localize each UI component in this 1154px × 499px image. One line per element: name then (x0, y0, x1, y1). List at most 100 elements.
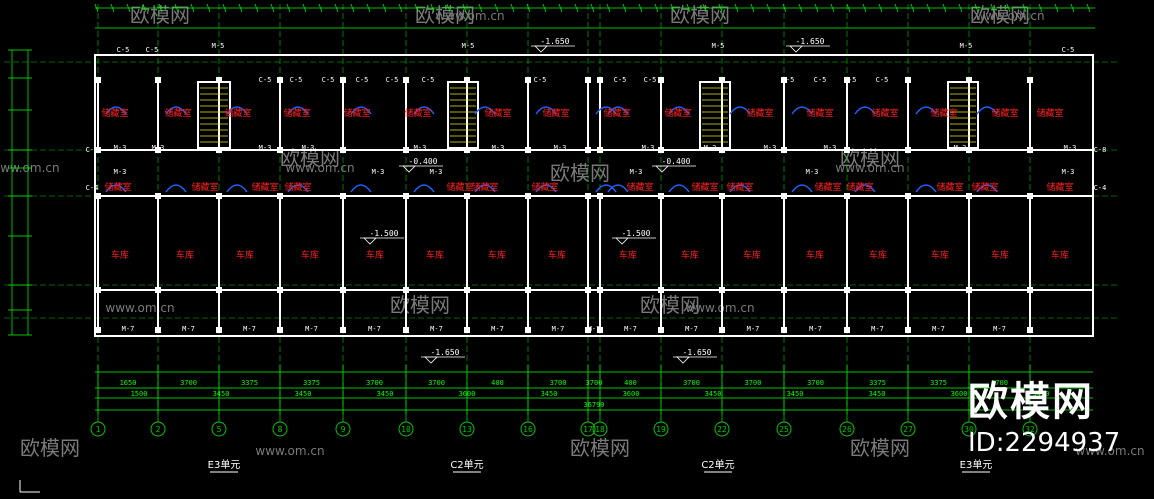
column (525, 77, 531, 83)
dimension-tick (382, 3, 387, 13)
dimension-text: 3700 (586, 379, 603, 387)
dimension-tick (542, 3, 547, 13)
watermark-url: www.om.cn (255, 444, 324, 458)
dimension-text: 1650 (120, 379, 137, 387)
door-symbols (105, 106, 998, 193)
column (719, 327, 725, 333)
room-label-garage: 车库 (111, 249, 129, 261)
dimension-text: 3700 (807, 379, 824, 387)
column (905, 147, 911, 153)
dimension-tick (478, 3, 483, 13)
dimension-tick (670, 3, 675, 13)
dimension-text: 3450 (377, 390, 394, 398)
dimension-text: 3600 (459, 390, 476, 398)
column (966, 327, 972, 333)
column (340, 77, 346, 83)
dimension-tick (830, 3, 835, 13)
dimension-tick (238, 3, 243, 13)
level-text: -1.650 (796, 37, 825, 46)
door-tag-m3: M-3 (1064, 144, 1077, 152)
dimension-tick (414, 3, 419, 13)
column (216, 193, 222, 199)
room-label-garage: 车库 (426, 249, 444, 261)
dimension-tick (926, 3, 931, 13)
door-tag-m7: M-7 (685, 325, 698, 333)
column (781, 77, 787, 83)
column (844, 287, 850, 293)
column (658, 327, 664, 333)
dimension-tick (190, 3, 195, 13)
door-tag-m3: M-3 (1062, 168, 1075, 176)
watermark-url: www.om.cn (1075, 444, 1144, 458)
column (719, 77, 725, 83)
door-tag-m7: M-7 (932, 325, 945, 333)
column (403, 147, 409, 153)
room-label-garage: 车库 (681, 249, 699, 261)
room-label-garage: 车库 (1051, 249, 1069, 261)
watermark-brand: 欧模网 (670, 3, 730, 27)
column (525, 147, 531, 153)
axis-bubble (592, 421, 608, 437)
column (658, 77, 664, 83)
overall-dimension: 36790 (583, 401, 604, 409)
dimension-tick (510, 3, 515, 13)
dimension-tick (654, 3, 659, 13)
dimension-tick (574, 3, 579, 13)
room-label-storage: 储藏室 (531, 181, 558, 193)
axis-number: 19 (656, 425, 666, 434)
dimension-tick (462, 3, 467, 13)
dimension-tick (158, 3, 163, 13)
room-label-storage: 储藏室 (1036, 107, 1063, 119)
door-swing (226, 106, 248, 115)
door-swing (165, 184, 187, 193)
room-label-storage: 储藏室 (224, 107, 251, 119)
dimension-tick (430, 3, 435, 13)
room-label-storage: 储藏室 (542, 107, 569, 119)
axis-bubble (150, 421, 166, 437)
column (844, 327, 850, 333)
unit-label: E3单元 (208, 459, 241, 471)
dimension-tick (606, 3, 611, 13)
dimension-tick (334, 3, 339, 13)
door-tag-m7: M-7 (491, 325, 504, 333)
watermark-brand: 欧模网 (550, 161, 610, 185)
door-swing (976, 106, 998, 115)
column (525, 287, 531, 293)
column (403, 193, 409, 199)
dimension-text: 400 (491, 379, 504, 387)
door-tag-m7: M-7 (624, 325, 637, 333)
dimension-tick (990, 3, 995, 13)
watermark-url: www.om.cn (105, 301, 174, 315)
column (719, 287, 725, 293)
dimension-text: 3700 (745, 379, 762, 387)
door-swing (474, 106, 496, 115)
level-text: -1.650 (541, 37, 570, 46)
door-tag-m3: M-3 (824, 144, 837, 152)
column (277, 327, 283, 333)
axis-bubble (90, 421, 106, 437)
door-tag-m3: M-3 (372, 168, 385, 176)
room-label-storage: 储藏室 (101, 107, 128, 119)
door-swing (474, 184, 496, 193)
dimension-text: 3700 (366, 379, 383, 387)
door-swing (105, 184, 127, 193)
level-text: -1.500 (370, 229, 399, 238)
column (216, 327, 222, 333)
door-tag-c5: C-5 (782, 76, 795, 84)
column (277, 147, 283, 153)
dimension-tick (958, 3, 963, 13)
unit-label: E3单元 (960, 459, 993, 471)
axis-number: 1 (96, 425, 101, 434)
axis-bubble (839, 421, 855, 437)
column (403, 327, 409, 333)
dimension-tick (782, 3, 787, 13)
room-label-garage: 车库 (366, 249, 384, 261)
column (585, 77, 591, 83)
column (597, 147, 603, 153)
room-label-garage: 车库 (743, 249, 761, 261)
level-text: -0.400 (662, 157, 691, 166)
column (1027, 147, 1033, 153)
watermark-brand: 欧模网 (850, 436, 910, 460)
axis-number: 10 (401, 425, 411, 434)
